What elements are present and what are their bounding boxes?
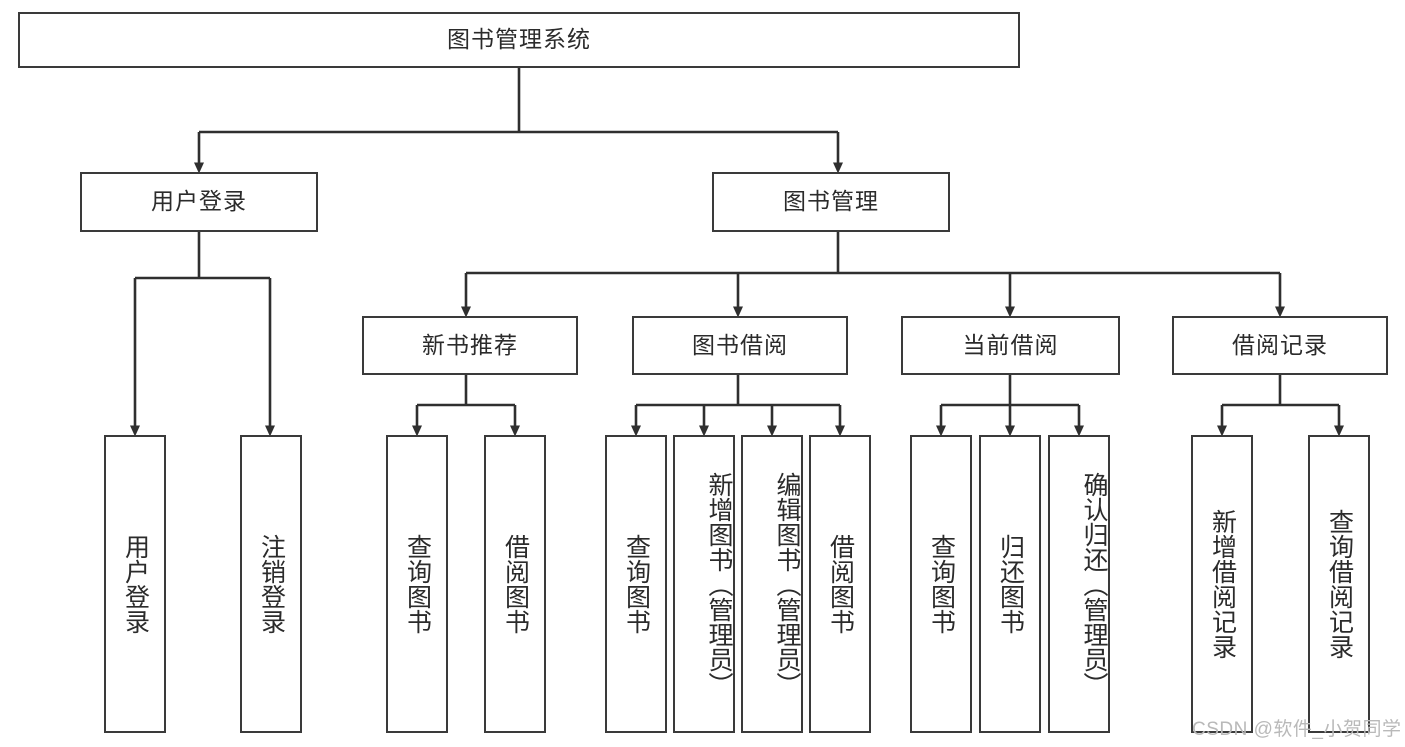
leaf-book-borrow-1[interactable]: 查询图书 [605,435,667,733]
node-user-login[interactable]: 用户登录 [80,172,318,232]
leaf-borrow-record-1[interactable]: 新增借阅记录 [1191,435,1253,733]
node-borrow-record-label: 借阅记录 [1232,331,1328,358]
leaf-book-borrow-4-label: 借阅图书 [826,534,855,634]
leaf-current-borrow-2-label: 归还图书 [996,534,1025,634]
leaf-current-borrow-2[interactable]: 归还图书 [979,435,1041,733]
leaf-book-borrow-1-label: 查询图书 [622,534,651,634]
leaf-current-borrow-3-label: 确认归还（管理员） [1080,471,1108,697]
node-book-management-label: 图书管理 [783,188,879,215]
node-new-book-recommend-label: 新书推荐 [422,331,518,358]
leaf-borrow-record-1-label: 新增借阅记录 [1208,509,1237,659]
node-current-borrow-label: 当前借阅 [962,331,1059,358]
leaf-user-login-1[interactable]: 用户登录 [104,435,166,733]
leaf-borrow-record-2-label: 查询借阅记录 [1325,509,1354,659]
leaf-new-book-1-label: 查询图书 [403,534,432,634]
leaf-new-book-1[interactable]: 查询图书 [386,435,448,733]
node-book-management[interactable]: 图书管理 [712,172,950,232]
node-book-borrow[interactable]: 图书借阅 [632,316,848,375]
leaf-book-borrow-3-label: 编辑图书（管理员） [773,471,801,697]
leaf-book-borrow-2[interactable]: 新增图书（管理员） [673,435,735,733]
csdn-watermark: CSDN @软件_小贺同学 [1192,719,1402,740]
node-root[interactable]: 图书管理系统 [18,12,1020,68]
leaf-borrow-record-2[interactable]: 查询借阅记录 [1308,435,1370,733]
node-borrow-record[interactable]: 借阅记录 [1172,316,1388,375]
node-root-label: 图书管理系统 [447,26,591,53]
node-current-borrow[interactable]: 当前借阅 [901,316,1120,375]
node-user-login-label: 用户登录 [151,188,247,215]
leaf-current-borrow-3[interactable]: 确认归还（管理员） [1048,435,1110,733]
leaf-user-login-2[interactable]: 注销登录 [240,435,302,733]
leaf-current-borrow-1[interactable]: 查询图书 [910,435,972,733]
leaf-new-book-2[interactable]: 借阅图书 [484,435,546,733]
leaf-book-borrow-4[interactable]: 借阅图书 [809,435,871,733]
node-new-book-recommend[interactable]: 新书推荐 [362,316,578,375]
node-book-borrow-label: 图书借阅 [692,331,788,358]
leaf-new-book-2-label: 借阅图书 [501,534,530,634]
leaf-current-borrow-1-label: 查询图书 [927,534,956,634]
leaf-book-borrow-3[interactable]: 编辑图书（管理员） [741,435,803,733]
leaf-book-borrow-2-label: 新增图书（管理员） [705,471,733,697]
leaf-user-login-1-label: 用户登录 [121,534,150,634]
leaf-user-login-2-label: 注销登录 [257,534,286,634]
